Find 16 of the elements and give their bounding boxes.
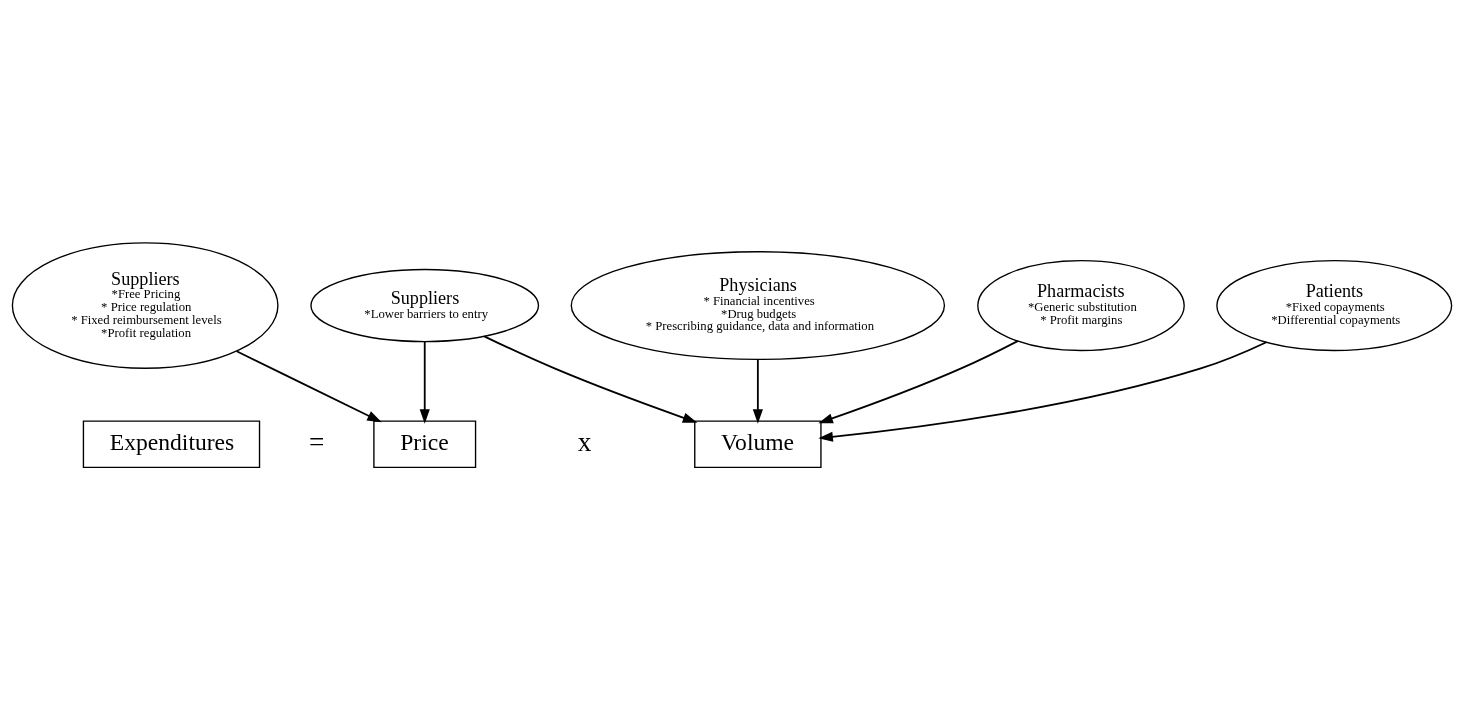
arrow: [818, 340, 1268, 442]
label: x: [577, 426, 592, 457]
arrow: [483, 334, 698, 423]
arrow: [752, 358, 763, 424]
node-ellipse: Pharmacists *Generic substitution * Profit margins: [977, 259, 1185, 351]
node-box: Volume: [694, 419, 822, 468]
node-box: Price: [373, 419, 477, 468]
node-ellipse: Patients *Fixed copayments *Differential copayments: [1216, 259, 1453, 351]
arrow: [419, 340, 430, 424]
node-box: Expenditures: [82, 419, 261, 468]
node-ellipse: Suppliers *Lower barriers to entry: [310, 268, 540, 342]
label: =: [309, 426, 325, 457]
node-ellipse: Suppliers *Free Pricing * Price regulation * Fixed reimbursement levels *Profit regulation: [11, 241, 279, 369]
node-ellipse: Physicians * Financial incentives *Drug budgets * Prescribing guidance, data and information: [570, 250, 946, 360]
arrow: [235, 349, 382, 422]
arrow: [818, 339, 1019, 423]
